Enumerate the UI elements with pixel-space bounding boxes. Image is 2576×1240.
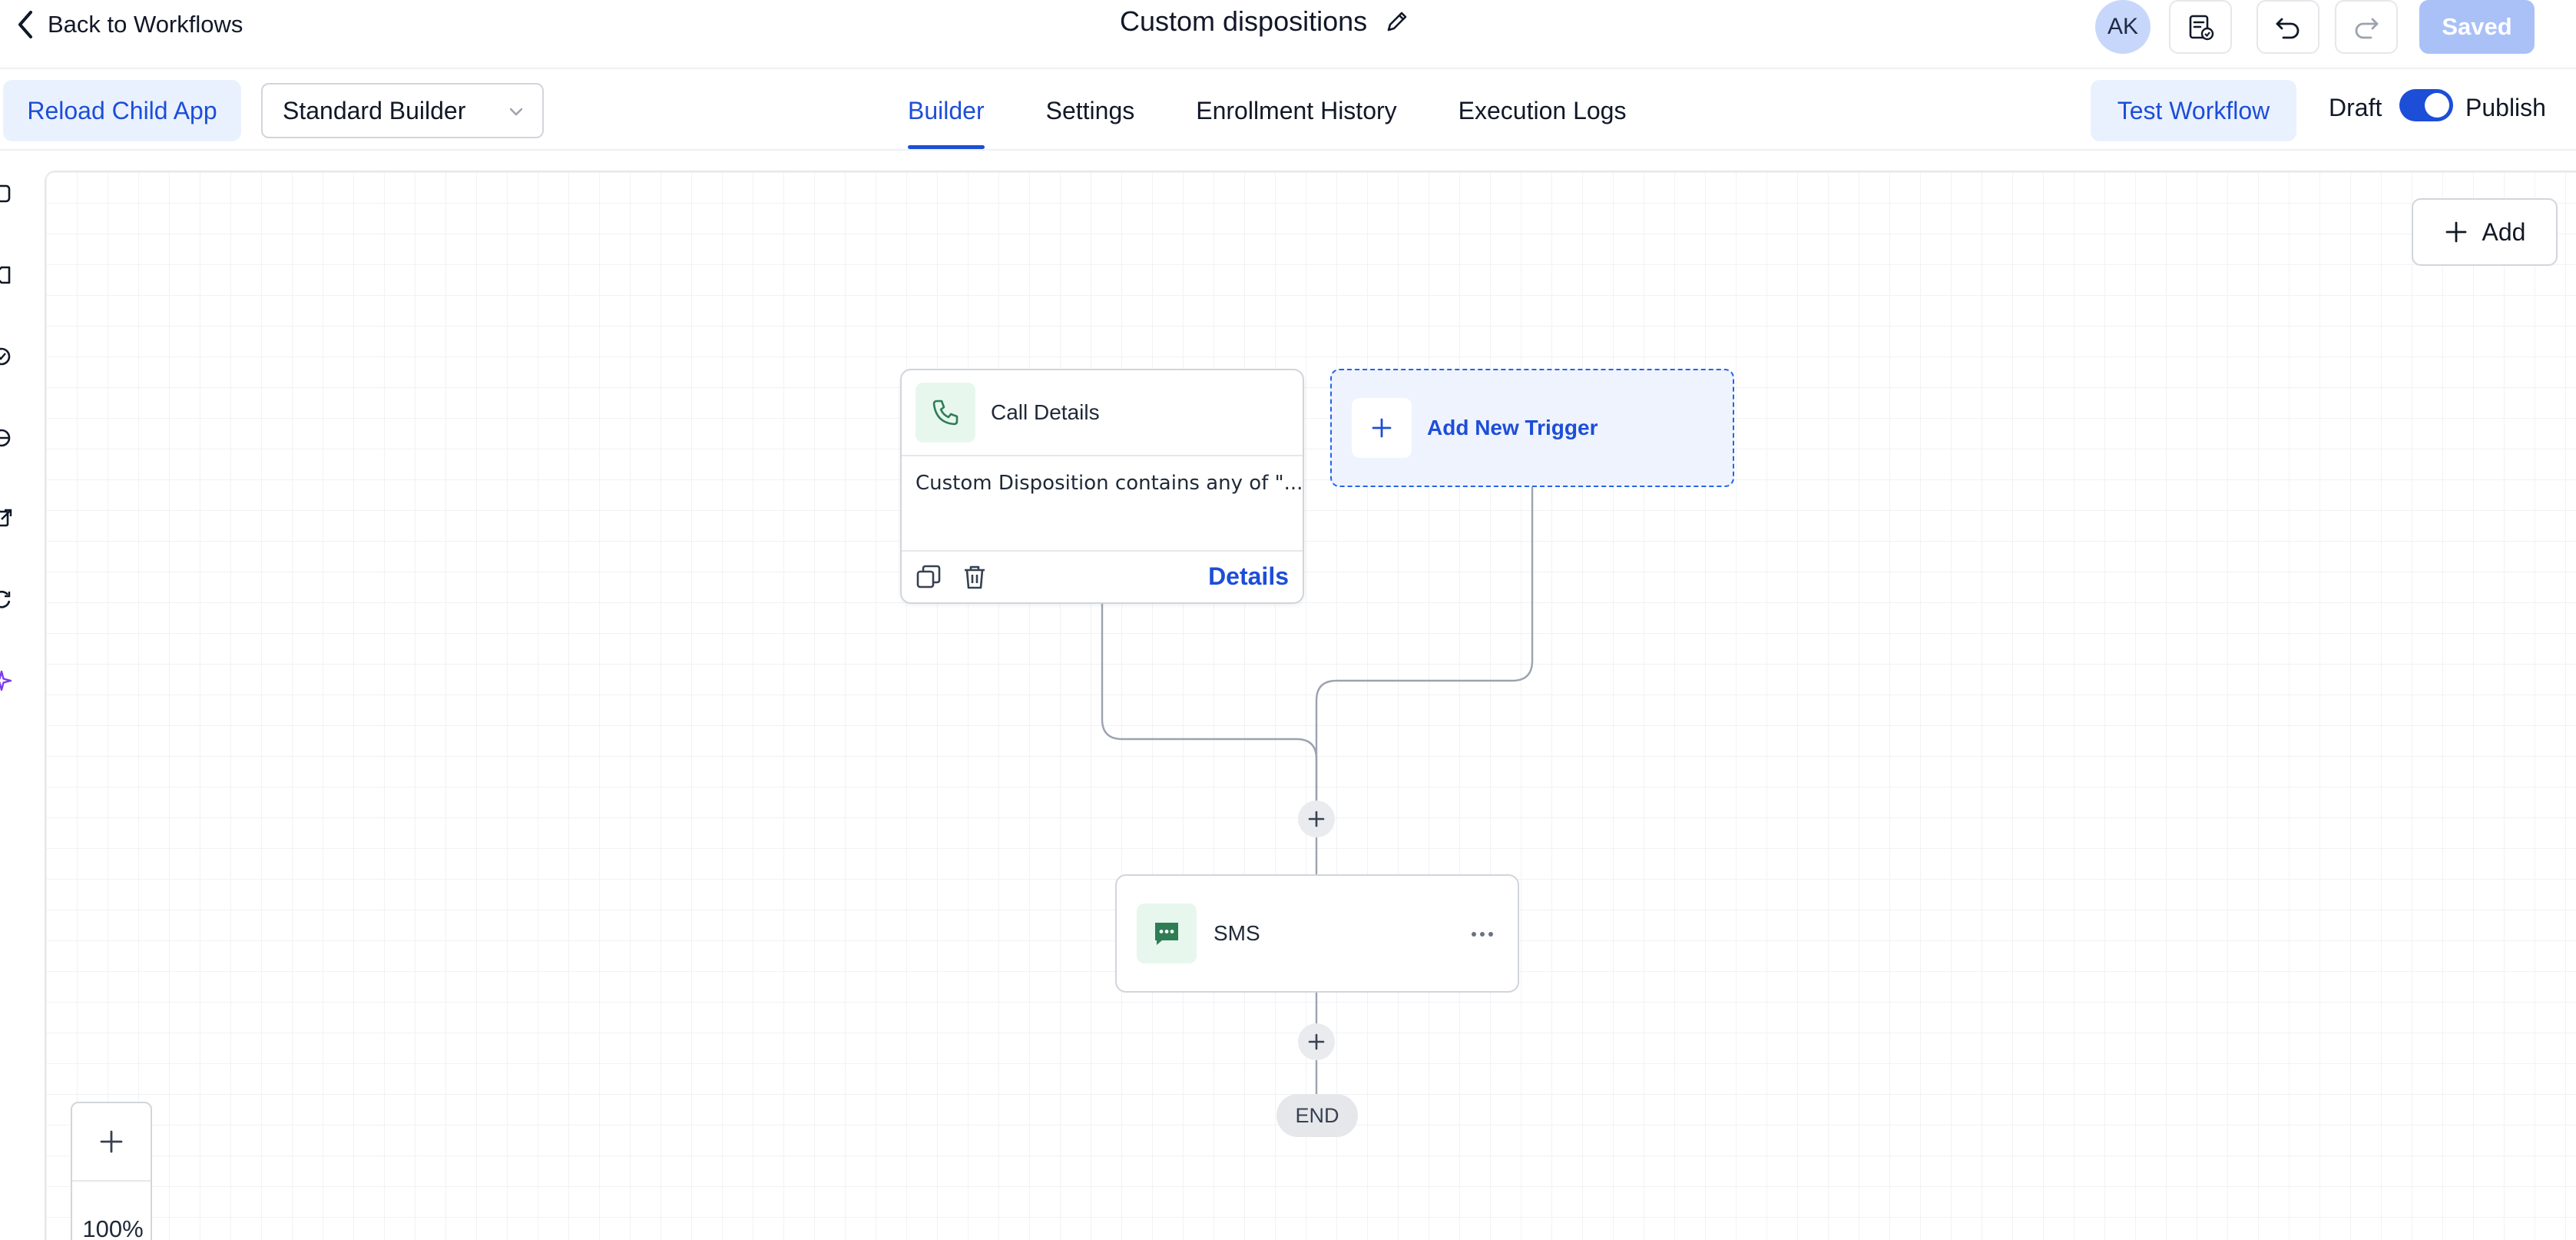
top-bar: Back to Workflows Custom dispositions AK… bbox=[0, 0, 2576, 69]
zoom-in-button[interactable] bbox=[72, 1103, 151, 1182]
builder-mode-value: Standard Builder bbox=[283, 96, 466, 124]
action-name: SMS bbox=[1214, 921, 1260, 945]
back-to-workflows-link[interactable]: Back to Workflows bbox=[17, 8, 243, 41]
phone-icon bbox=[932, 400, 959, 426]
tab-execution-logs[interactable]: Execution Logs bbox=[1458, 96, 1627, 124]
trash-icon[interactable] bbox=[962, 564, 988, 590]
saved-button[interactable]: Saved bbox=[2419, 0, 2535, 54]
add-new-trigger-card[interactable]: Add New Trigger bbox=[1330, 369, 1734, 487]
workflow-tabs: Builder Settings Enrollment History Exec… bbox=[908, 71, 1626, 151]
trigger-node-footer: Details bbox=[902, 552, 1303, 602]
plus-icon bbox=[100, 1130, 123, 1153]
pencil-icon[interactable] bbox=[1384, 8, 1410, 35]
action-node-sms[interactable]: SMS bbox=[1115, 874, 1519, 993]
copy-icon[interactable] bbox=[916, 564, 942, 590]
more-horizontal-icon[interactable] bbox=[1468, 920, 1496, 948]
avatar[interactable]: AK bbox=[2095, 0, 2151, 54]
message-icon bbox=[1155, 923, 1178, 945]
trigger-condition: Custom Disposition contains any of "... bbox=[902, 456, 1303, 552]
zoom-control: 100% bbox=[71, 1102, 152, 1240]
add-button[interactable]: Add bbox=[2412, 198, 2558, 266]
clipboard-button[interactable] bbox=[2169, 0, 2232, 54]
trigger-details-link[interactable]: Details bbox=[1208, 562, 1289, 590]
square-icon[interactable] bbox=[0, 183, 14, 204]
test-workflow-button[interactable]: Test Workflow bbox=[2091, 80, 2296, 141]
chevron-down-icon bbox=[509, 108, 523, 116]
workflow-title: Custom dispositions bbox=[1120, 5, 1368, 37]
undo-button[interactable] bbox=[2256, 0, 2319, 54]
sms-icon-tile bbox=[1137, 903, 1197, 963]
plus-icon bbox=[1308, 811, 1325, 827]
external-link-icon[interactable] bbox=[0, 507, 14, 529]
trigger-node-header: Call Details bbox=[902, 370, 1303, 456]
plus-icon bbox=[2445, 221, 2466, 243]
redo-button[interactable] bbox=[2335, 0, 2398, 54]
plus-icon bbox=[1372, 418, 1392, 438]
trigger-node-call-details[interactable]: Call Details Custom Disposition contains… bbox=[900, 369, 1304, 604]
add-new-trigger-label: Add New Trigger bbox=[1427, 416, 1598, 439]
plus-icon bbox=[1308, 1033, 1325, 1050]
toggle-knob bbox=[2425, 93, 2449, 118]
trigger-name: Call Details bbox=[991, 400, 1100, 424]
refresh-icon[interactable] bbox=[0, 589, 14, 610]
publish-label: Publish bbox=[2465, 94, 2546, 121]
left-rail bbox=[0, 154, 31, 1240]
clipboard-check-icon bbox=[2189, 15, 2214, 41]
builder-mode-select[interactable]: Standard Builder bbox=[261, 83, 544, 138]
globe-icon[interactable] bbox=[0, 427, 14, 449]
tab-builder[interactable]: Builder bbox=[908, 71, 985, 151]
add-step-button[interactable] bbox=[1298, 801, 1335, 837]
zoom-level: 100% bbox=[82, 1215, 144, 1240]
workflow-title-area: Custom dispositions bbox=[1120, 5, 1410, 38]
end-node: END bbox=[1276, 1094, 1358, 1137]
undo-icon bbox=[2276, 18, 2300, 39]
publish-toggle[interactable] bbox=[2399, 89, 2453, 121]
back-label: Back to Workflows bbox=[48, 11, 243, 38]
workflow-canvas[interactable] bbox=[45, 171, 2576, 1240]
draft-label: Draft bbox=[2329, 94, 2382, 121]
phone-icon-tile bbox=[916, 383, 975, 443]
tab-enrollment-history[interactable]: Enrollment History bbox=[1196, 96, 1397, 124]
chevron-left-icon bbox=[18, 11, 32, 38]
check-circle-icon[interactable] bbox=[0, 346, 14, 367]
sparkle-icon[interactable] bbox=[0, 670, 14, 691]
add-step-button-bottom[interactable] bbox=[1298, 1023, 1335, 1060]
workflow-toolbar: Reload Child App Standard Builder Builde… bbox=[0, 71, 2576, 151]
tab-settings[interactable]: Settings bbox=[1045, 96, 1135, 124]
redo-icon bbox=[2355, 18, 2379, 39]
tag-icon[interactable] bbox=[0, 264, 14, 286]
plus-icon-tile bbox=[1352, 398, 1412, 458]
reload-child-app-button[interactable]: Reload Child App bbox=[3, 80, 241, 141]
add-label: Add bbox=[2482, 217, 2526, 246]
